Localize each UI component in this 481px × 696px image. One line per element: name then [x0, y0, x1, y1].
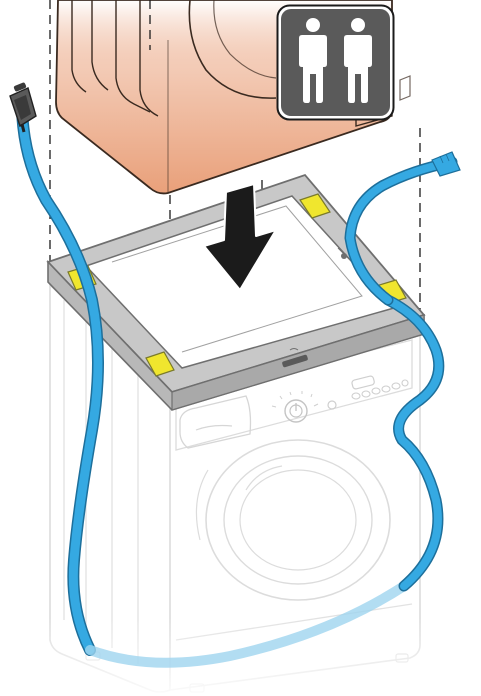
dryer-filter-flap-2	[400, 76, 410, 100]
strap-buckle-icon	[10, 82, 36, 132]
strap-tail-end	[432, 152, 460, 176]
two-person-lift-icon	[276, 4, 395, 121]
